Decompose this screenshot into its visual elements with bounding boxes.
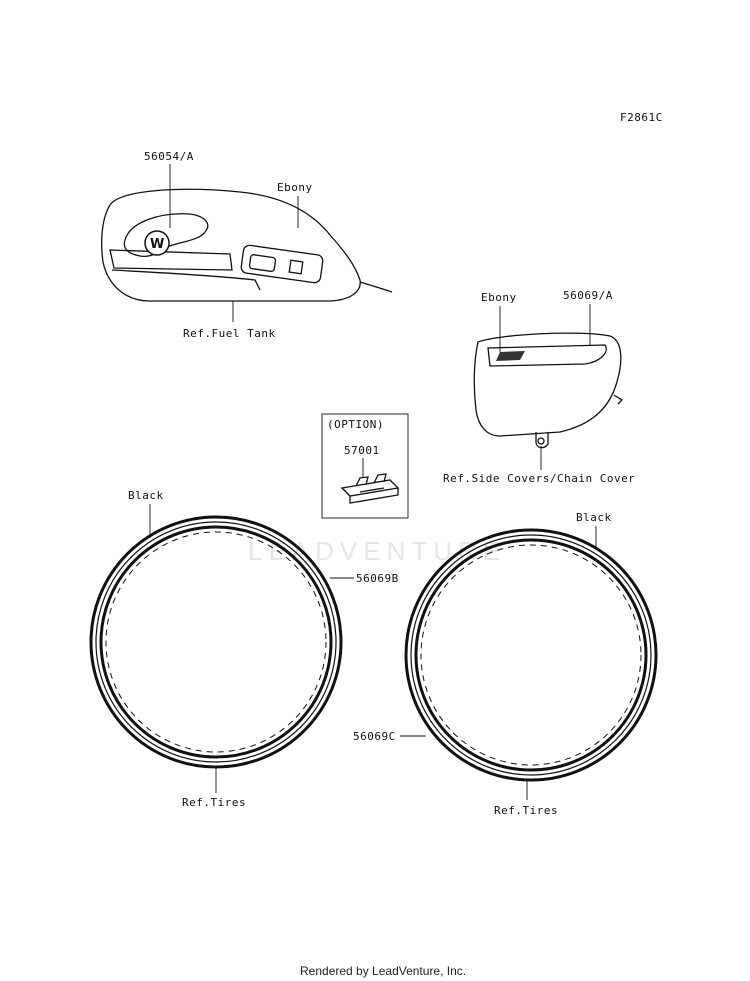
option-box xyxy=(321,413,409,519)
cover-ref-label: Ref.Side Covers/Chain Cover xyxy=(443,472,635,485)
kawasaki-w-icon xyxy=(144,230,170,256)
tank-ref-label: Ref.Fuel Tank xyxy=(183,327,276,340)
cover-part-label: 56069/A xyxy=(563,289,613,302)
rim-left-part-label: 56069B xyxy=(356,572,399,585)
rim-left-ref-label: Ref.Tires xyxy=(182,796,246,809)
option-part-label: 57001 xyxy=(344,444,380,457)
tank-emblem xyxy=(123,213,209,258)
cover-emblem xyxy=(496,351,525,361)
footer-credit: Rendered by LeadVenture, Inc. xyxy=(300,964,466,978)
rim-right-color-label: Black xyxy=(576,511,612,524)
rim-left-color-label: Black xyxy=(128,489,164,502)
cover-color-label: Ebony xyxy=(481,291,517,304)
rim-right-drawing xyxy=(404,528,658,782)
rim-right-ref-label: Ref.Tires xyxy=(494,804,558,817)
rim-right-part-label: 56069C xyxy=(353,730,396,743)
tank-color-label: Ebony xyxy=(277,181,313,194)
fuel-tank-drawing: W xyxy=(101,188,393,302)
option-title: (OPTION) xyxy=(327,418,384,431)
svg-text:W: W xyxy=(150,237,164,252)
tank-part-label: 56054/A xyxy=(144,150,194,163)
rim-left-drawing xyxy=(89,515,343,769)
figure-code: F2861C xyxy=(620,111,663,124)
clip-tool-drawing xyxy=(340,473,400,504)
side-cover-drawing xyxy=(473,332,624,449)
